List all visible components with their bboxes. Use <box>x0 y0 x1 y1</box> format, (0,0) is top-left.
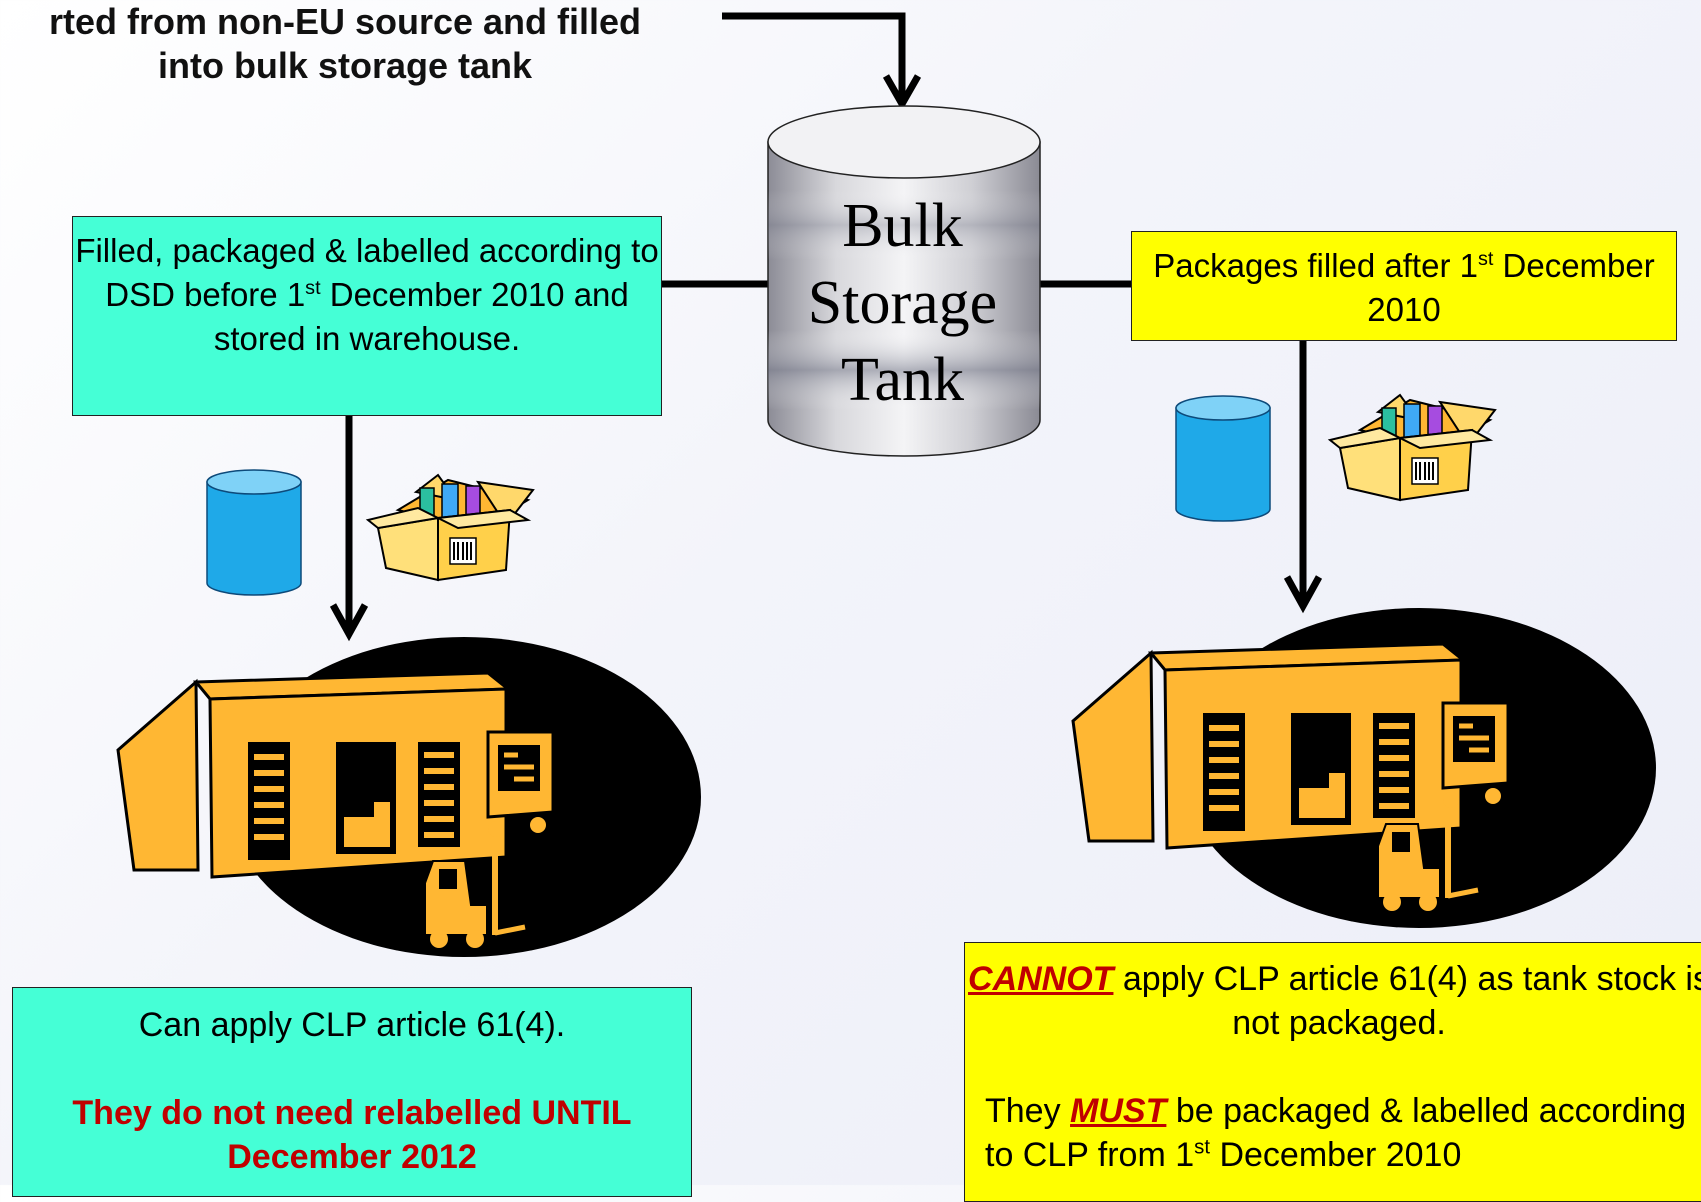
package-box-icon <box>1327 393 1497 502</box>
left-result-box: Can apply CLP article 61(4). They do not… <box>12 987 692 1197</box>
source-arrow <box>722 12 906 100</box>
forklift-icon <box>424 855 526 948</box>
container-icon <box>206 469 302 596</box>
warehouse-icon <box>1071 608 1656 928</box>
right-result-para1: CANNOT apply CLP article 61(4) as tank s… <box>965 957 1701 1045</box>
package-box-icon <box>365 473 535 582</box>
right-result-text2-start: They <box>985 1092 1071 1130</box>
left-down-arrow-head <box>329 603 369 642</box>
cannot-emphasis: CANNOT <box>968 960 1114 998</box>
right-result-box: CANNOT apply CLP article 61(4) as tank s… <box>964 942 1701 1202</box>
left-condition-text: Filled, packaged & labelled according to… <box>73 229 661 361</box>
left-condition-text-a: Filled, packaged & labelled according to… <box>75 232 659 313</box>
container-icon <box>1175 395 1271 522</box>
must-emphasis: MUST <box>1070 1092 1167 1130</box>
bulk-storage-tank <box>767 105 1041 457</box>
right-result-text2-end: December 2010 <box>1210 1136 1462 1174</box>
tank-label: Bulk Storage Tank <box>770 188 1035 419</box>
left-condition-box: Filled, packaged & labelled according to… <box>72 216 662 416</box>
left-result-line1: Can apply CLP article 61(4). <box>138 1006 566 1044</box>
forklift-icon <box>1377 818 1479 911</box>
right-result-sup: st <box>1194 1136 1211 1159</box>
right-result-text2-mid: be packaged & labelled according to CLP … <box>985 1092 1687 1174</box>
right-condition-text-a: Packages filled after 1 <box>1153 247 1478 284</box>
tank-label-line2: Storage <box>807 269 998 337</box>
tank-label-line1: Bulk <box>842 192 963 260</box>
source-description: rted from non-EU source and filled into … <box>48 1 642 86</box>
left-result-warning: They do not need relabelled UNTIL Decemb… <box>72 1094 632 1176</box>
source-arrow-head <box>882 74 922 112</box>
right-result-text1: apply CLP article 61(4) as tank stock is… <box>1113 960 1701 1042</box>
left-condition-text-b: December 2010 and stored in warehouse. <box>213 276 629 357</box>
left-condition-sup: st <box>305 277 321 299</box>
tank-label-line3: Tank <box>840 346 965 414</box>
right-result-para2: They MUST be packaged & labelled accordi… <box>965 1089 1701 1177</box>
right-condition-text-b: December 2010 <box>1367 247 1655 328</box>
warehouse-icon <box>116 637 701 957</box>
right-condition-box: Packages filled after 1st December 2010 <box>1131 231 1677 341</box>
right-condition-text: Packages filled after 1st December 2010 <box>1132 244 1676 332</box>
right-condition-sup: st <box>1477 248 1494 270</box>
right-down-arrow-head <box>1283 575 1323 614</box>
